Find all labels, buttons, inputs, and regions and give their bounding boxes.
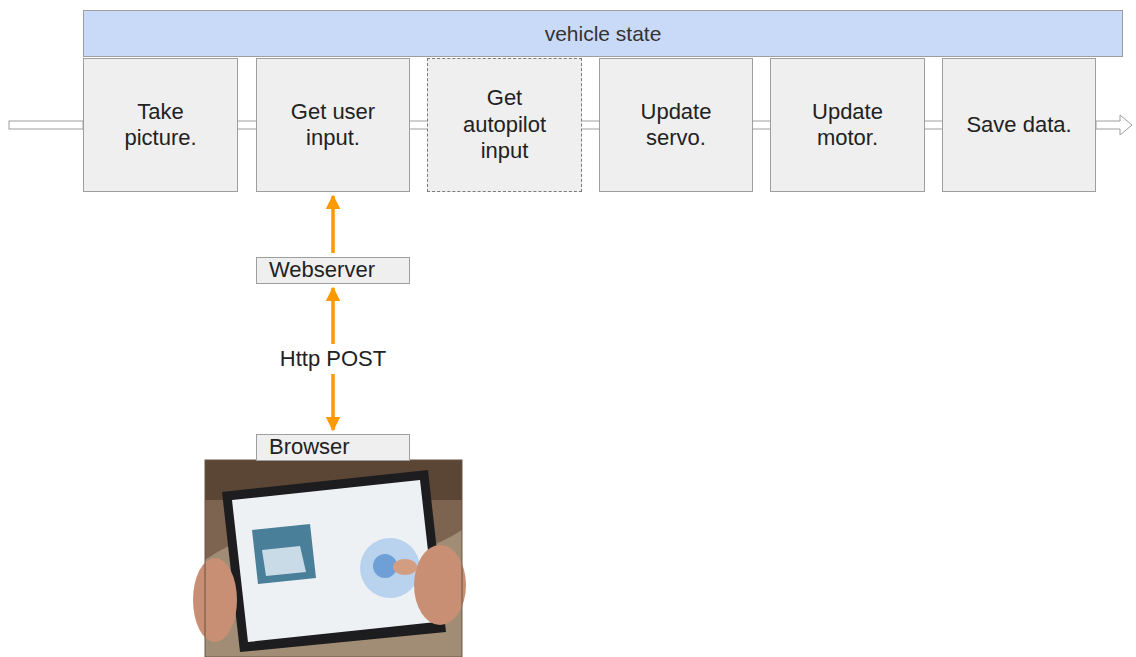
screen-camera-view	[262, 546, 306, 576]
tablet-photo	[193, 460, 466, 657]
node-text: Get autopilot input	[449, 85, 561, 164]
pipe-outline	[753, 121, 770, 130]
tablet-screen	[232, 480, 436, 642]
pipeline-link	[238, 122, 256, 129]
pipe-outline	[410, 121, 427, 130]
node-text: Webserver	[257, 258, 375, 282]
tablet-body	[222, 470, 446, 652]
optional-process-box: Get autopilot input	[427, 58, 582, 192]
node-text: vehicle state	[545, 22, 662, 46]
state-band: vehicle state	[83, 10, 1123, 57]
process-box: Get user input.	[256, 58, 410, 192]
pipe-outline	[238, 121, 256, 130]
pipe-outline	[582, 121, 599, 130]
component-box: Browser	[256, 434, 410, 461]
right-thumb	[393, 559, 417, 575]
node-text: Save data.	[966, 112, 1071, 138]
edge-label: Http POST	[274, 344, 392, 374]
output-arrow	[1096, 115, 1132, 135]
photo-frame	[205, 460, 462, 657]
pipeline-link	[925, 122, 942, 129]
process-box: Take picture.	[83, 58, 238, 192]
process-box: Update motor.	[770, 58, 925, 192]
right-hand	[414, 545, 466, 625]
node-text: Update motor.	[792, 99, 904, 152]
pipeline-link	[410, 122, 427, 129]
left-hand	[193, 558, 237, 642]
process-box: Update servo.	[599, 58, 753, 192]
pipeline-link	[753, 122, 770, 129]
process-box: Save data.	[942, 58, 1096, 192]
pipeline-link	[582, 122, 599, 129]
node-text: Get user input.	[277, 99, 389, 152]
joystick-pad	[360, 538, 420, 598]
signal-arrow	[331, 196, 335, 253]
pipe-outline	[925, 121, 942, 130]
component-box: Webserver	[256, 257, 410, 284]
screen-camera-view	[252, 524, 316, 584]
input-pipe	[9, 121, 83, 129]
node-text: Browser	[257, 435, 350, 459]
node-text: Take picture.	[105, 99, 217, 152]
node-text: Update servo.	[620, 99, 732, 152]
